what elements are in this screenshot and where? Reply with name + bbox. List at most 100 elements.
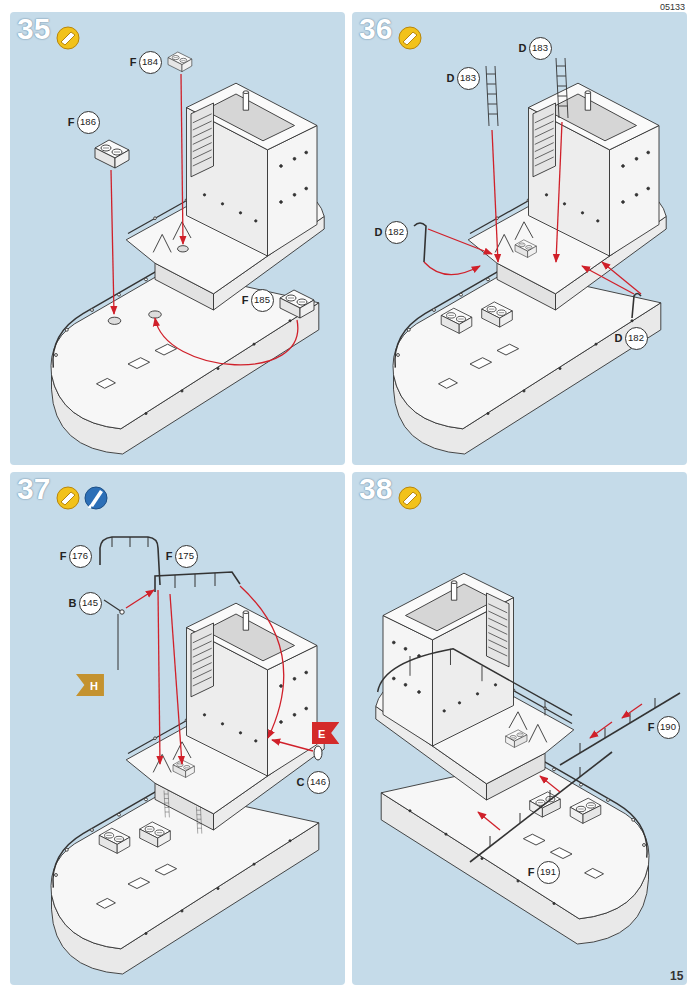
callout-number: 183 — [457, 67, 480, 90]
part-callout: D183 — [447, 67, 480, 90]
sprue-letter: D — [447, 73, 455, 84]
step-36-drawing — [556, 58, 568, 118]
sprue-letter: F — [648, 722, 655, 733]
part-callout: F190 — [648, 716, 680, 739]
step-36-drawing — [441, 308, 472, 333]
part-callout: F176 — [60, 545, 92, 568]
step-35-drawing — [95, 140, 129, 168]
step-35-drawing — [51, 83, 324, 454]
part-callout: D182 — [615, 327, 648, 350]
sprue-letter: D — [615, 333, 623, 344]
step-38-drawing — [376, 573, 649, 944]
glue-icons — [403, 492, 417, 505]
step-37-drawing — [164, 790, 169, 817]
step-37-drawing — [104, 600, 122, 612]
paint-icon — [85, 487, 107, 509]
step-35-drawing — [280, 290, 314, 318]
callout-number: 182 — [625, 327, 648, 350]
step-37-drawing — [100, 537, 160, 585]
step-36-drawing — [428, 229, 492, 254]
callout-number: 176 — [69, 545, 92, 568]
glue-icons — [403, 32, 417, 45]
step-37-drawing — [51, 603, 324, 974]
part-callout: D183 — [519, 37, 552, 60]
step-37-drawing — [155, 572, 240, 592]
step-38-drawing — [478, 812, 500, 830]
step-35-drawing — [181, 74, 183, 244]
step-36-drawing — [556, 122, 562, 262]
step-number: 36 — [359, 14, 392, 44]
part-callout: D182 — [375, 221, 408, 244]
part-callout: F175 — [166, 545, 198, 568]
sprue-letter: B — [69, 598, 77, 609]
step-38-drawing — [410, 649, 545, 716]
glue-icons — [57, 487, 79, 509]
flag-letter: E — [318, 728, 325, 740]
step-panel: 36D183D183D182D182 — [352, 12, 687, 465]
step-38-drawing — [378, 649, 572, 716]
step-38-drawing — [560, 693, 680, 765]
step-37-drawing — [240, 586, 284, 738]
step-36-drawing — [393, 83, 666, 454]
step-36-drawing — [602, 262, 641, 294]
glue-icons — [399, 487, 421, 509]
step-35-drawing — [111, 74, 298, 365]
part-callout: F185 — [242, 289, 274, 312]
paint-icon — [85, 487, 107, 509]
flag-marker: H — [76, 674, 104, 696]
step-panel: 37F176F175B145HEC146 — [10, 472, 345, 985]
sprue-letter: F — [166, 551, 173, 562]
step-37-drawing — [170, 594, 182, 764]
flag-letter: H — [90, 680, 98, 692]
sprue-letter: F — [130, 57, 137, 68]
part-callout: B145 — [69, 592, 102, 615]
step-37-drawing — [158, 590, 160, 764]
step-36-drawing — [515, 240, 536, 258]
sprue-letter: F — [68, 117, 75, 128]
step-37-drawing — [118, 614, 119, 670]
part-callout: F186 — [68, 111, 100, 134]
step-37-drawing — [175, 573, 215, 588]
sprue-letter: D — [519, 43, 527, 54]
step-37-drawing — [140, 822, 171, 847]
step-38-drawing — [570, 798, 601, 823]
callout-number: 145 — [79, 592, 102, 615]
sprue-letter: D — [375, 227, 383, 238]
callout-number: 185 — [251, 289, 274, 312]
step-38-drawing — [580, 698, 655, 753]
step-36-drawing — [582, 266, 634, 294]
sprue-letter: C — [297, 777, 305, 788]
step-36-drawing — [482, 302, 513, 327]
step-37-drawing — [196, 807, 201, 834]
page-number: 15 — [670, 970, 683, 982]
step-36-drawing — [486, 66, 498, 126]
step-36-drawing — [414, 223, 426, 262]
step-37-drawing — [126, 590, 154, 608]
panel-grounds — [10, 12, 687, 985]
step-37-drawing — [112, 537, 148, 547]
sprue-letter: F — [528, 867, 535, 878]
step-35-drawing — [111, 170, 114, 314]
step-38-drawing — [470, 693, 680, 862]
step-37-drawing — [126, 586, 313, 764]
panel-grounds — [10, 12, 345, 465]
step-37-drawing — [314, 746, 322, 760]
sprue-letter: F — [242, 295, 249, 306]
glue-icons — [61, 32, 75, 45]
panel-grounds — [352, 12, 687, 465]
step-35-drawing — [168, 52, 192, 72]
step-38-drawing — [376, 573, 680, 944]
kit-number: 05133 — [660, 3, 685, 12]
glue-icons — [61, 492, 75, 505]
step-number: 38 — [359, 474, 392, 504]
step-38-drawing — [540, 776, 560, 792]
step-37-drawing — [120, 610, 124, 614]
step-36-drawing — [424, 122, 641, 294]
callout-number: 146 — [307, 771, 330, 794]
step-37-drawing — [272, 740, 313, 751]
step-37-drawing — [99, 828, 130, 853]
part-callout: C146 — [297, 771, 330, 794]
step-37-drawing — [100, 537, 240, 670]
sprue-letter: F — [60, 551, 67, 562]
